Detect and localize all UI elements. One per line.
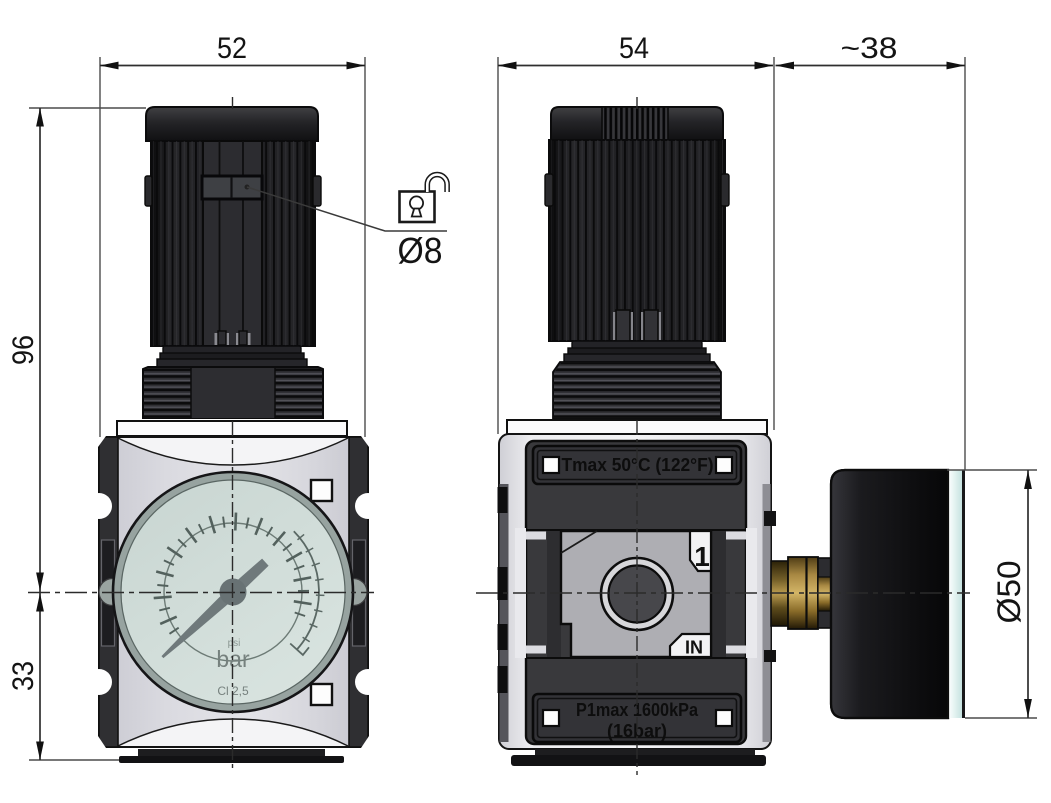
svg-text:33: 33 [7, 661, 40, 691]
svg-text:52: 52 [217, 32, 247, 65]
svg-text:psi: psi [228, 638, 241, 649]
svg-text:~38: ~38 [841, 32, 898, 65]
svg-text:96: 96 [7, 335, 40, 365]
svg-text:54: 54 [619, 32, 649, 65]
svg-text:IN: IN [685, 638, 703, 658]
svg-text:Ø50: Ø50 [991, 561, 1027, 624]
svg-text:Tmax 50°C (122°F): Tmax 50°C (122°F) [562, 455, 714, 475]
svg-text:1: 1 [694, 541, 710, 572]
svg-text:Ø8: Ø8 [398, 230, 443, 271]
